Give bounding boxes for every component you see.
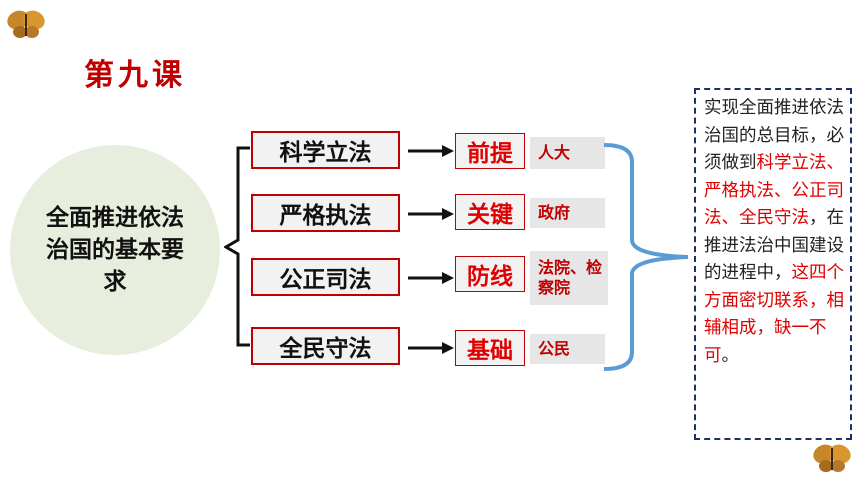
note-text-2: ，在推进法治中国建设的进程中， xyxy=(704,208,844,283)
center-text: 全面推进依法治国的基本要求 xyxy=(46,205,184,295)
arrow-icon xyxy=(408,208,454,220)
butterfly-icon xyxy=(6,6,46,46)
requirement-box: 全民守法 xyxy=(251,327,400,365)
note-text-3: 。 xyxy=(721,345,740,366)
actor-text: 法院、检察院 xyxy=(538,258,603,297)
summary-note: 实现全面推进依法治国的总目标，必须做到科学立法、严格执法、公正司法、全民守法，在… xyxy=(694,88,852,440)
right-brace xyxy=(603,143,689,371)
requirement-box: 公正司法 xyxy=(251,258,400,296)
actor-box: 人大 xyxy=(530,137,605,169)
left-bracket xyxy=(224,146,250,347)
role-box: 基础 xyxy=(455,330,525,366)
lesson-title: 第九课 xyxy=(84,58,186,93)
role-box: 关键 xyxy=(455,194,525,230)
actor-box: 法院、检察院 xyxy=(530,251,608,305)
requirement-box: 科学立法 xyxy=(251,131,400,169)
butterfly-icon xyxy=(812,440,852,480)
center-circle: 全面推进依法治国的基本要求 xyxy=(10,145,220,355)
arrow-icon xyxy=(408,145,454,157)
note-text-1: 实现全面推进依法治国的总目标，必须做到 xyxy=(704,98,844,173)
role-box: 防线 xyxy=(455,256,525,292)
arrow-icon xyxy=(408,342,454,354)
note-highlight-1: 科学立法、严格执法、公正司法、全民守法 xyxy=(704,153,844,228)
arrow-icon xyxy=(408,272,454,284)
note-highlight-2: 这四个方面密切联系，相辅相成，缺一不可 xyxy=(704,263,844,366)
actor-box: 公民 xyxy=(530,334,605,364)
role-box: 前提 xyxy=(455,133,525,169)
actor-box: 政府 xyxy=(530,198,605,228)
requirement-box: 严格执法 xyxy=(251,194,400,232)
